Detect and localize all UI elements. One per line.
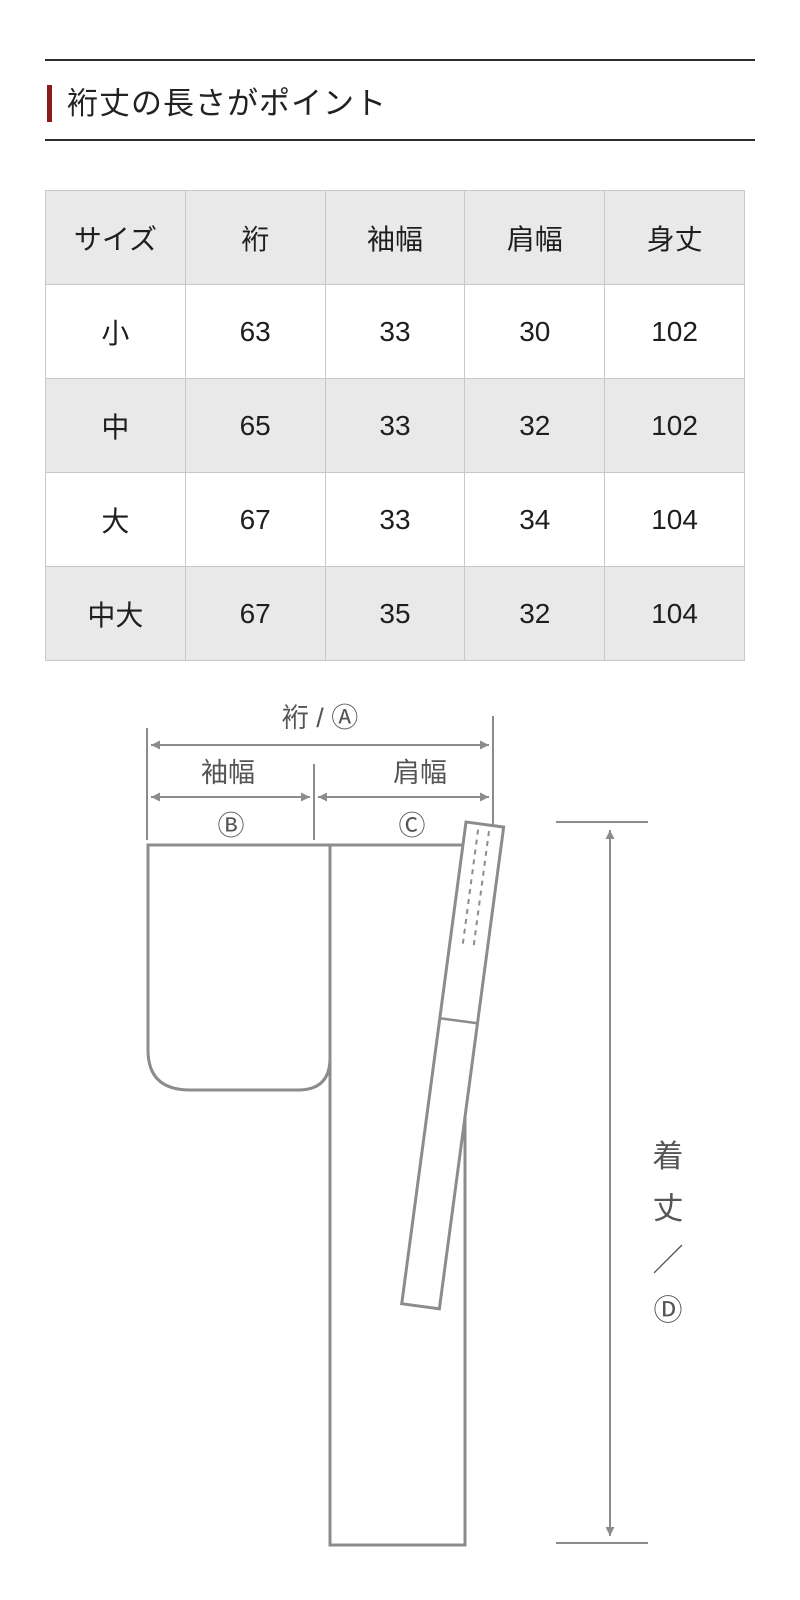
table-cell: 104: [604, 566, 745, 661]
table-cell: 104: [604, 472, 745, 567]
page-title: 裄丈の長さがポイント: [67, 85, 387, 121]
table-cell: 33: [324, 378, 466, 473]
table-cell: 35: [324, 566, 466, 661]
kimono-sleeve: [146, 843, 332, 1092]
top-divider: [45, 59, 755, 61]
table-cell: 33: [324, 472, 466, 567]
title-accent-bar: [47, 84, 52, 122]
collar-band: [400, 820, 506, 1311]
table-cell: 小: [45, 284, 186, 379]
kimono-collar: [400, 820, 506, 1311]
table-cell: 65: [184, 378, 326, 473]
kitake-label-char: ／: [653, 1243, 684, 1278]
table-cell: 大: [45, 472, 186, 567]
table-cell: 63: [184, 284, 326, 379]
table-header-row: サイズ 裄 袖幅 肩幅 身丈: [45, 190, 745, 285]
kitake-label-char: Ⓓ: [653, 1295, 682, 1327]
title-divider: [45, 139, 755, 141]
kitake-label-char: 着: [653, 1139, 684, 1174]
table-cell: 中大: [45, 566, 186, 661]
collar-seam-line: [439, 1017, 478, 1025]
column-header-mitake: 身丈: [604, 190, 745, 285]
table-row: 中 65 33 32 102: [45, 378, 745, 473]
table-cell: 67: [184, 472, 326, 567]
table-cell: 30: [464, 284, 606, 379]
kitake-label-char: 丈: [653, 1191, 684, 1226]
yuki-label: 裄 / Ⓐ: [282, 703, 359, 733]
section-title: 裄丈の長さがポイント: [47, 83, 387, 123]
table-cell: 102: [604, 378, 745, 473]
table-cell: 中: [45, 378, 186, 473]
table-cell: 32: [464, 566, 606, 661]
column-header-sodehaba: 袖幅: [324, 190, 466, 285]
size-table: サイズ 裄 袖幅 肩幅 身丈 小 63 33 30 102 中 65 33 32…: [45, 190, 745, 661]
sodehaba-mark: Ⓑ: [218, 811, 245, 841]
sodehaba-label: 袖幅: [201, 758, 255, 788]
katahaba-label: 肩幅: [393, 758, 447, 788]
column-header-katahaba: 肩幅: [464, 190, 606, 285]
table-row: 中大 67 35 32 104: [45, 566, 745, 661]
table-row: 小 63 33 30 102: [45, 284, 745, 379]
table-cell: 32: [464, 378, 606, 473]
table-row: 大 67 33 34 104: [45, 472, 745, 567]
table-cell: 34: [464, 472, 606, 567]
collar-dashed-line: [461, 829, 480, 949]
column-header-size: サイズ: [45, 190, 186, 285]
katahaba-mark: Ⓒ: [399, 811, 426, 841]
table-cell: 33: [324, 284, 466, 379]
table-cell: 102: [604, 284, 745, 379]
table-cell: 67: [184, 566, 326, 661]
column-header-yuki: 裄: [184, 190, 326, 285]
kimono-measurement-diagram: 裄 / Ⓐ 袖幅 肩幅 Ⓑ Ⓒ 着 丈 ／ Ⓓ: [146, 703, 684, 1547]
